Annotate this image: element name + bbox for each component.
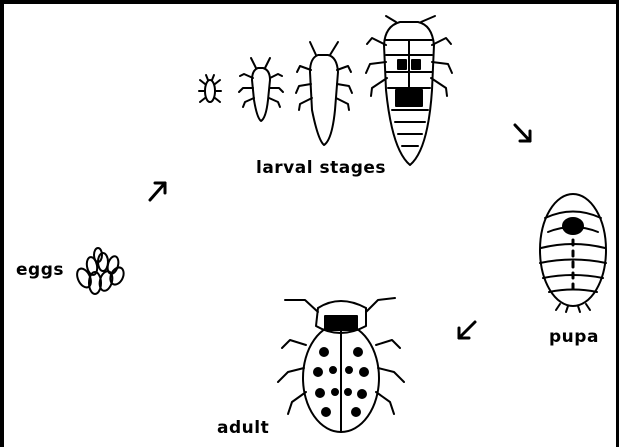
arrow-up-right-icon: [150, 183, 165, 200]
adult-label: adult: [217, 418, 269, 438]
larva-stage-1-illustration: [199, 75, 221, 102]
arrow-down-left-icon: [459, 322, 475, 338]
arrow-down-right-icon: [515, 125, 530, 141]
larval-stages-label: larval stages: [256, 158, 386, 178]
larva-stage-3-illustration: [296, 42, 352, 145]
pupa-label: pupa: [549, 327, 599, 347]
adult-beetle-illustration: [278, 298, 404, 432]
eggs-illustration: [74, 248, 126, 294]
larva-stage-4-illustration: [366, 16, 452, 165]
pupa-illustration: [540, 194, 606, 312]
eggs-label: eggs: [16, 260, 64, 280]
larva-stage-2-illustration: [239, 58, 283, 121]
